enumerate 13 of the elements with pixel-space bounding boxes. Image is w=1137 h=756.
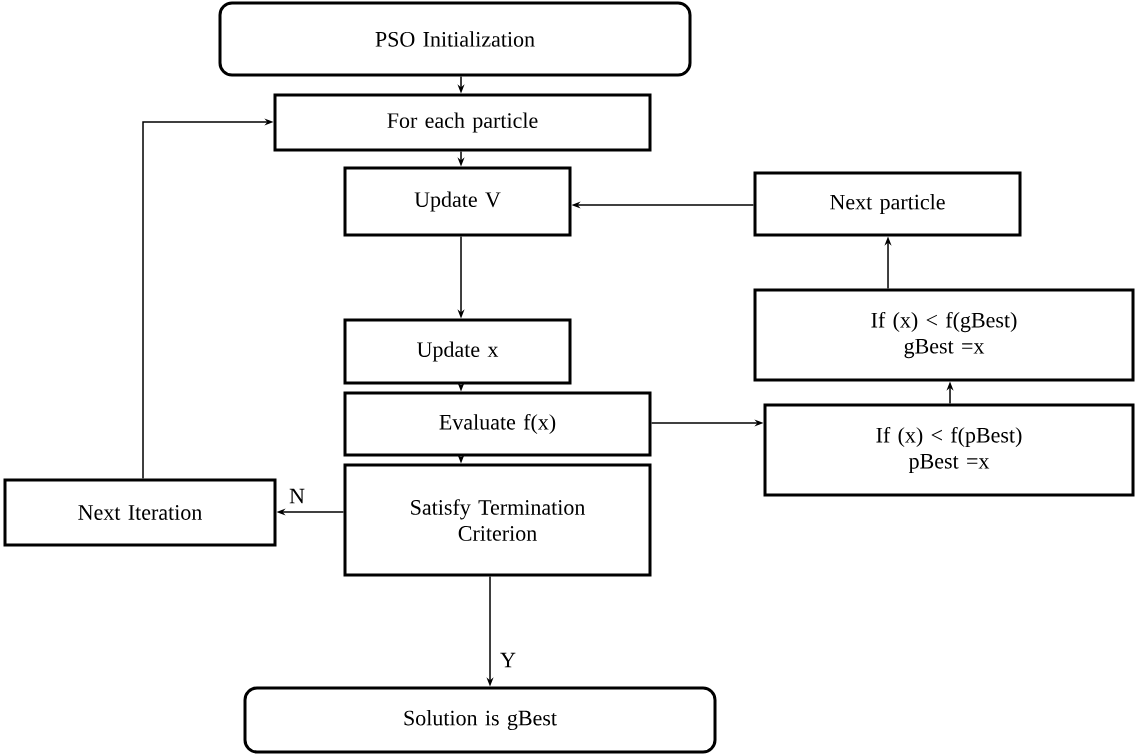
process-box: Evaluate f(x) <box>343 391 652 457</box>
process-box: For each particle <box>273 93 652 152</box>
process-box: Update x <box>343 318 572 385</box>
edge-label: Y <box>500 652 516 668</box>
process-box: Next Iteration <box>3 478 277 547</box>
process-box: Next particle <box>753 171 1022 237</box>
process-box: Update V <box>343 166 572 237</box>
start-box: PSO Initialization <box>218 1 692 77</box>
end-box: Solution is gBest <box>243 686 717 754</box>
decision-box: If (x) < f(pBest) pBest =x <box>763 403 1135 497</box>
decision-box: Satisfy Termination Criterion <box>343 463 652 577</box>
edge-label: N <box>289 488 305 504</box>
decision-box: If (x) < f(gBest) gBest =x <box>753 288 1135 382</box>
